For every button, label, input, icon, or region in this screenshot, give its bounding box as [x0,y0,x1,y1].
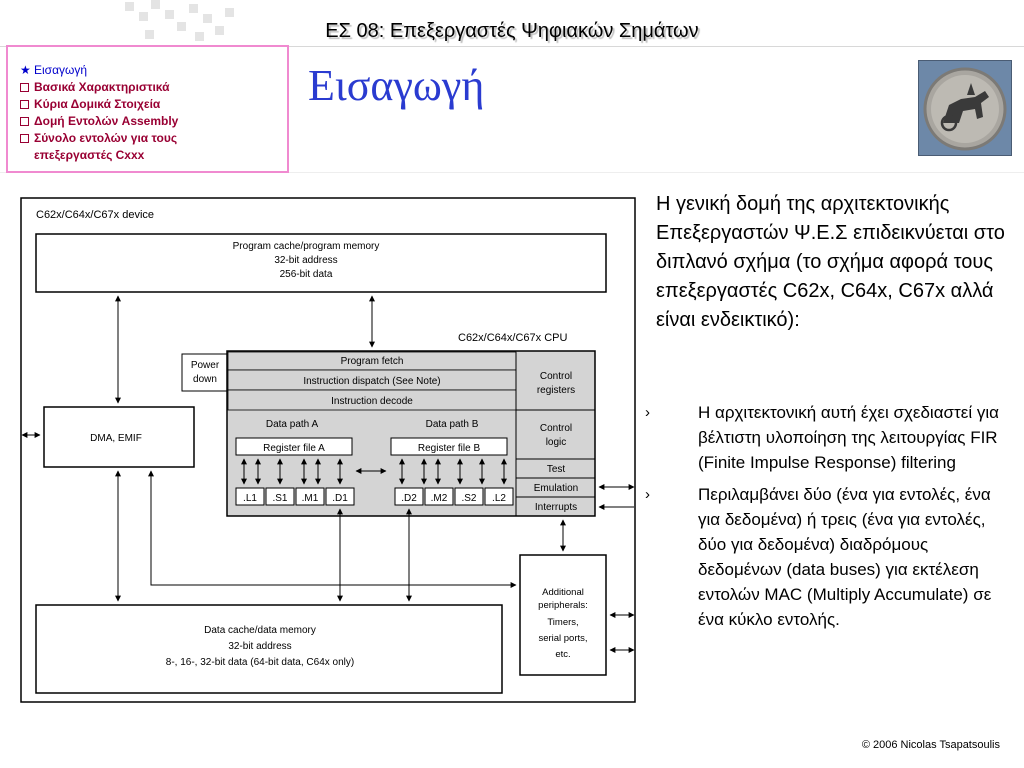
cpu-block-diagram: C62x/C64x/C67x device Program cache/prog… [20,197,636,703]
data-path-a-label: Data path A [266,419,319,430]
page-title: Εισαγωγή [308,61,485,110]
header-decoration [125,0,235,46]
outline-item-label: Εισαγωγή [34,63,88,77]
unit-m2-label: .M2 [431,493,448,504]
outline-box: ★ Εισαγωγή Βασικά Χαρακτηριστικά Κύρια Δ… [6,45,289,173]
peripherals-line-1: Additional [542,587,584,598]
data-memory-line-1: Data cache/data memory [204,625,316,636]
outline-item-main-components[interactable]: Κύρια Δομικά Στοιχεία [20,96,287,113]
register-file-a [235,437,353,456]
program-memory-line-3: 256-bit data [280,269,333,280]
program-memory-line-1: Program cache/program memory [233,241,380,252]
register-file-b [390,437,508,456]
bullet-item: › Περιλαμβάνει δύο (ένα για εντολές, ένα… [645,482,1010,632]
peripherals-line-4: serial ports, [538,633,587,644]
data-memory-line-3: 8-, 16-, 32-bit data (64-bit data, C64x … [166,657,354,668]
outline-item-introduction[interactable]: ★ Εισαγωγή [20,62,287,79]
header-title: ΕΣ 08: Επεξεργαστές Ψηφιακών Σημάτων [325,20,699,42]
checkbox-square-icon [20,134,29,143]
checkbox-square-icon [20,117,29,126]
checkbox-square-icon [20,100,29,109]
instruction-dispatch-label: Instruction dispatch (See Note) [303,376,440,387]
outline-item-label-continuation: επεξεργαστές Cxxx [34,148,145,162]
header-divider [0,46,1024,47]
unit-s1-label: .S1 [272,493,287,504]
cpu-label: C62x/C64x/C67x CPU [458,332,567,344]
data-path-b-label: Data path B [426,419,479,430]
outline-item-assembly-structure[interactable]: Δομή Εντολών Assembly [20,113,287,130]
checkbox-square-icon [20,83,29,92]
copyright-footer: © 2006 Nicolas Tsapatsoulis [861,739,1000,751]
outline-item-label: Βασικά Χαρακτηριστικά [34,80,170,94]
bullet-chevron-icon: › [645,486,650,503]
coin-image [918,60,1012,156]
outline-item-label: Κύρια Δομικά Στοιχεία [34,97,161,111]
bullet-text: Περιλαμβάνει δύο (ένα για εντολές, ένα γ… [698,485,992,629]
test-label: Test [547,464,566,475]
emulation-label: Emulation [534,483,578,494]
outline-item-label: Σύνολο εντολών για τους [34,131,178,145]
register-file-a-label: Register file A [263,443,325,454]
dma-emif-block [43,406,195,468]
instruction-decode-label: Instruction decode [331,396,413,407]
bullet-text: Η αρχιτεκτονική αυτή έχει σχεδιαστεί για… [698,403,999,472]
power-down-line-1: Power [191,360,220,371]
peripherals-block [519,554,607,676]
bullet-item: › Η αρχιτεκτονική αυτή έχει σχεδιαστεί γ… [645,400,1010,475]
bullet-list: › Η αρχιτεκτονική αυτή έχει σχεδιαστεί γ… [645,400,1010,639]
program-fetch-label: Program fetch [341,356,404,367]
unit-l1-label: .L1 [243,493,257,504]
dma-emif-label: DMA, EMIF [90,433,142,444]
unit-d2-label: .D2 [401,493,417,504]
unit-m1-label: .M1 [302,493,319,504]
star-icon: ★ [20,63,31,77]
control-registers-line-1: Control [540,371,572,382]
outline-list: ★ Εισαγωγή Βασικά Χαρακτηριστικά Κύρια Δ… [8,47,287,164]
unit-s2-label: .S2 [461,493,476,504]
power-down-block [181,353,229,392]
intro-paragraph: Η γενική δομή της αρχιτεκτονικής Επεξεργ… [656,193,1005,331]
outline-item-basic-features[interactable]: Βασικά Χαρακτηριστικά [20,79,287,96]
register-file-b-label: Register file B [418,443,481,454]
outline-item-label: Δομή Εντολών Assembly [34,114,179,128]
data-memory-line-2: 32-bit address [228,641,291,652]
peripherals-line-5: etc. [555,649,570,660]
unit-d1-label: .D1 [332,493,348,504]
control-logic-line-1: Control [540,423,572,434]
unit-l2-label: .L2 [492,493,506,504]
program-memory-line-2: 32-bit address [274,255,337,266]
device-label: C62x/C64x/C67x device [36,209,154,221]
peripherals-line-2: peripherals: [538,600,588,611]
outline-item-instruction-set[interactable]: Σύνολο εντολών για τους επεξεργαστές Cxx… [20,130,287,164]
control-registers-line-2: registers [537,385,575,396]
control-logic-line-2: logic [546,437,567,448]
bullet-chevron-icon: › [645,404,650,421]
interrupts-label: Interrupts [535,502,577,513]
peripherals-line-3: Timers, [547,617,578,628]
content-divider [0,172,1024,173]
power-down-line-2: down [193,374,217,385]
data-memory-block [35,604,503,694]
program-memory-block [35,233,607,293]
